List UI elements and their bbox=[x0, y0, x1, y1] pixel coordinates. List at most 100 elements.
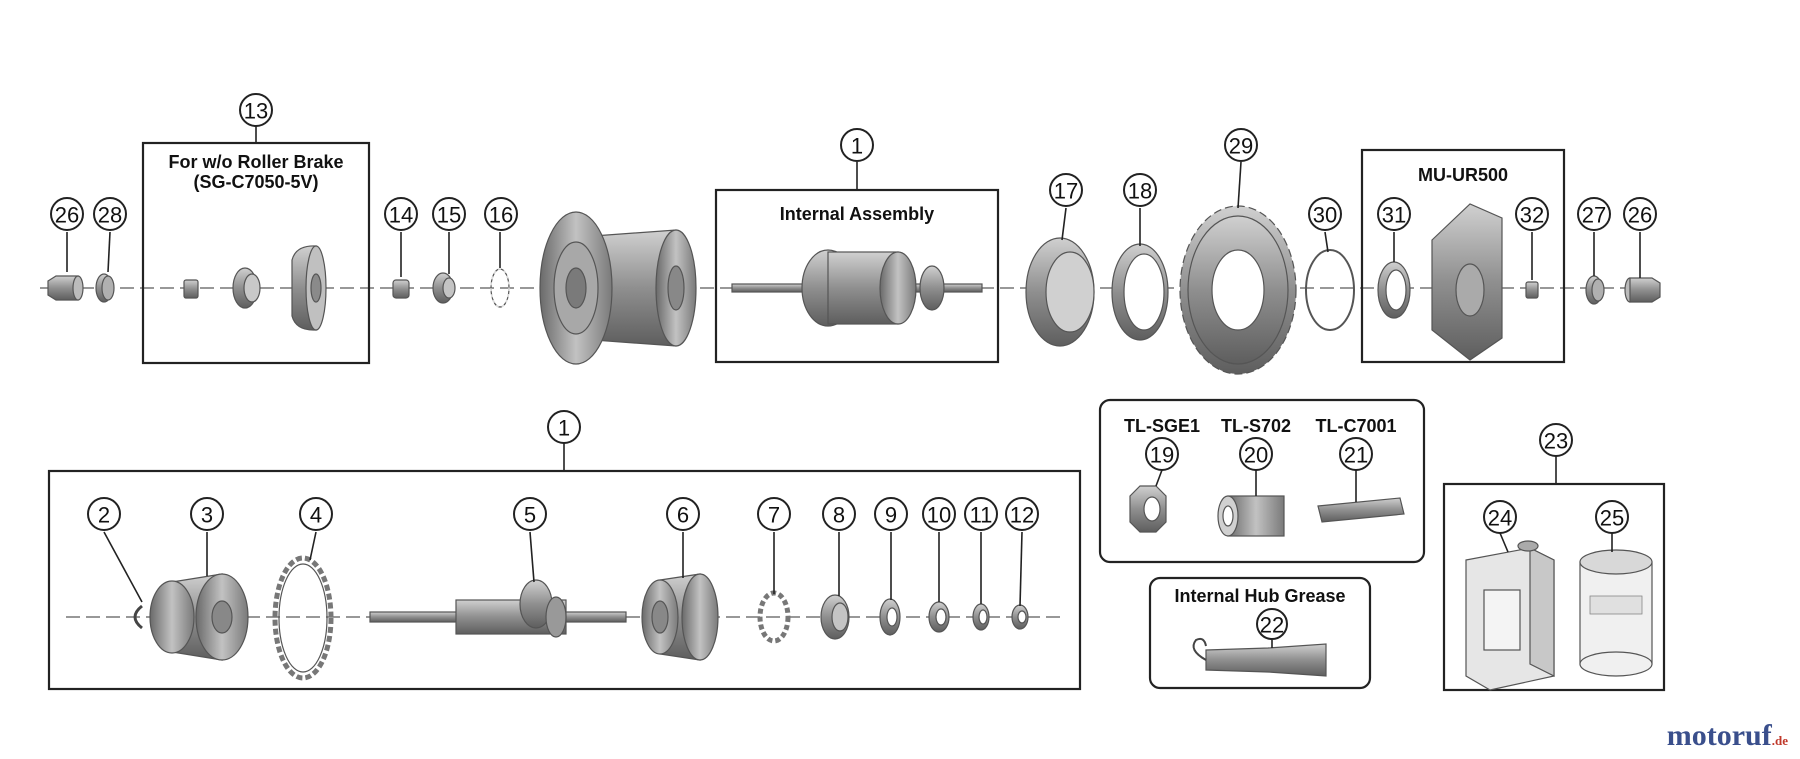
svg-text:20: 20 bbox=[1244, 443, 1268, 468]
leader-2 bbox=[103, 531, 143, 603]
part-20-tool-tl-s702 bbox=[1217, 495, 1285, 537]
svg-text:7: 7 bbox=[768, 503, 780, 528]
callout-3: 3 bbox=[190, 497, 224, 531]
part-3-driver bbox=[149, 573, 249, 661]
part-9-washer bbox=[879, 598, 901, 636]
part-11-washer bbox=[972, 603, 990, 631]
svg-text:9: 9 bbox=[885, 503, 897, 528]
part-15-cone bbox=[432, 272, 456, 304]
svg-text:32: 32 bbox=[1520, 203, 1544, 228]
callout-4: 4 bbox=[299, 497, 333, 531]
part-16-ball-retainer bbox=[490, 268, 510, 308]
part-32-nut bbox=[1525, 281, 1539, 299]
part-22-grease-tube bbox=[1192, 637, 1327, 677]
svg-text:3: 3 bbox=[201, 503, 213, 528]
callout-9: 9 bbox=[874, 497, 908, 531]
part-28-lock-washer bbox=[95, 273, 115, 303]
svg-text:6: 6 bbox=[677, 503, 689, 528]
tool-label-tl-sge1: TL-SGE1 bbox=[1124, 416, 1200, 436]
svg-text:4: 4 bbox=[310, 503, 322, 528]
maintenance-kit-box bbox=[1442, 482, 1666, 692]
part-4-ring bbox=[272, 555, 334, 681]
watermark-main: motoruf bbox=[1666, 719, 1772, 752]
svg-text:19: 19 bbox=[1150, 443, 1174, 468]
part-12-nut bbox=[1011, 604, 1029, 630]
callout-17: 17 bbox=[1049, 173, 1083, 207]
part-29-sprocket bbox=[1179, 205, 1297, 375]
leader-19 bbox=[1155, 469, 1163, 487]
callout-22: 22 bbox=[1256, 608, 1288, 640]
callout-18: 18 bbox=[1123, 173, 1157, 207]
part-10-washer bbox=[928, 601, 950, 633]
part-14-nut bbox=[392, 279, 410, 299]
callout-28: 28 bbox=[93, 197, 127, 231]
internal-assembly-title: Internal Assembly bbox=[780, 204, 934, 224]
svg-text:16: 16 bbox=[489, 203, 513, 228]
callout-29: 29 bbox=[1224, 128, 1258, 162]
callout-19: 19 bbox=[1145, 437, 1179, 471]
svg-text:8: 8 bbox=[833, 503, 845, 528]
callout-6: 6 bbox=[666, 497, 700, 531]
svg-text:30: 30 bbox=[1313, 203, 1337, 228]
callout-7: 7 bbox=[757, 497, 791, 531]
callout-1-bottom: 1 bbox=[547, 410, 581, 444]
part-18-ring bbox=[1111, 243, 1169, 341]
callout-14: 14 bbox=[384, 197, 418, 231]
svg-text:11: 11 bbox=[970, 503, 993, 528]
callout-30: 30 bbox=[1308, 197, 1342, 231]
svg-text:13: 13 bbox=[244, 99, 268, 124]
svg-text:18: 18 bbox=[1128, 179, 1152, 204]
motoruf-watermark-logo: motoruf.de bbox=[1667, 719, 1788, 753]
svg-text:21: 21 bbox=[1344, 443, 1368, 468]
svg-text:15: 15 bbox=[437, 203, 461, 228]
svg-text:1: 1 bbox=[558, 416, 570, 441]
callout-27: 27 bbox=[1577, 197, 1611, 231]
grease-box bbox=[1148, 576, 1372, 690]
leader-12 bbox=[1019, 531, 1023, 607]
svg-text:10: 10 bbox=[927, 503, 951, 528]
leader-24 bbox=[1499, 532, 1509, 553]
part-26-axle-nut-left bbox=[47, 275, 84, 301]
callout-8: 8 bbox=[822, 497, 856, 531]
callout-21: 21 bbox=[1339, 437, 1373, 471]
hub-shell bbox=[539, 211, 697, 365]
callout-32: 32 bbox=[1515, 197, 1549, 231]
part-17-dust-cap bbox=[1025, 237, 1095, 347]
callout-12: 12 bbox=[1005, 497, 1039, 531]
watermark-tld: .de bbox=[1771, 733, 1788, 748]
part-5-axle-assembly bbox=[369, 579, 627, 638]
mu-ur500-title: MU-UR500 bbox=[1418, 165, 1508, 185]
svg-text:27: 27 bbox=[1582, 203, 1606, 228]
svg-text:23: 23 bbox=[1544, 429, 1568, 454]
part-25-grease-jar bbox=[1579, 549, 1653, 677]
callout-26-right: 26 bbox=[1623, 197, 1657, 231]
part-8-cone bbox=[820, 594, 850, 640]
svg-text:25: 25 bbox=[1600, 506, 1624, 531]
leader-29 bbox=[1237, 161, 1242, 209]
callout-1-top: 1 bbox=[840, 128, 874, 162]
tool-label-tl-c7001: TL-C7001 bbox=[1315, 416, 1396, 436]
callout-25: 25 bbox=[1595, 500, 1629, 534]
tool-label-tl-s702: TL-S702 bbox=[1221, 416, 1291, 436]
roller-brake-part-cone bbox=[232, 267, 261, 309]
part-30-snap-ring bbox=[1305, 249, 1355, 331]
svg-text:28: 28 bbox=[98, 203, 122, 228]
callout-5: 5 bbox=[513, 497, 547, 531]
callout-26-left: 26 bbox=[50, 197, 84, 231]
roller-brake-part-cover bbox=[291, 245, 327, 331]
part-19-tool-tl-sge1 bbox=[1129, 485, 1167, 533]
callout-2: 2 bbox=[87, 497, 121, 531]
mu-ur500-unit bbox=[1431, 203, 1503, 361]
part-21-tool-tl-c7001 bbox=[1317, 497, 1405, 523]
callout-11: 11 bbox=[964, 497, 998, 531]
leader-5 bbox=[529, 531, 535, 583]
svg-text:14: 14 bbox=[389, 203, 413, 228]
roller-brake-part-nut bbox=[183, 279, 199, 299]
internal-assembly-top bbox=[731, 249, 983, 327]
leader-30 bbox=[1324, 231, 1329, 253]
grease-title: Internal Hub Grease bbox=[1174, 586, 1345, 606]
part-2-snap-ring bbox=[133, 604, 143, 630]
leader-17 bbox=[1061, 207, 1067, 241]
part-27-lock-washer bbox=[1585, 275, 1605, 305]
svg-text:29: 29 bbox=[1229, 134, 1253, 159]
